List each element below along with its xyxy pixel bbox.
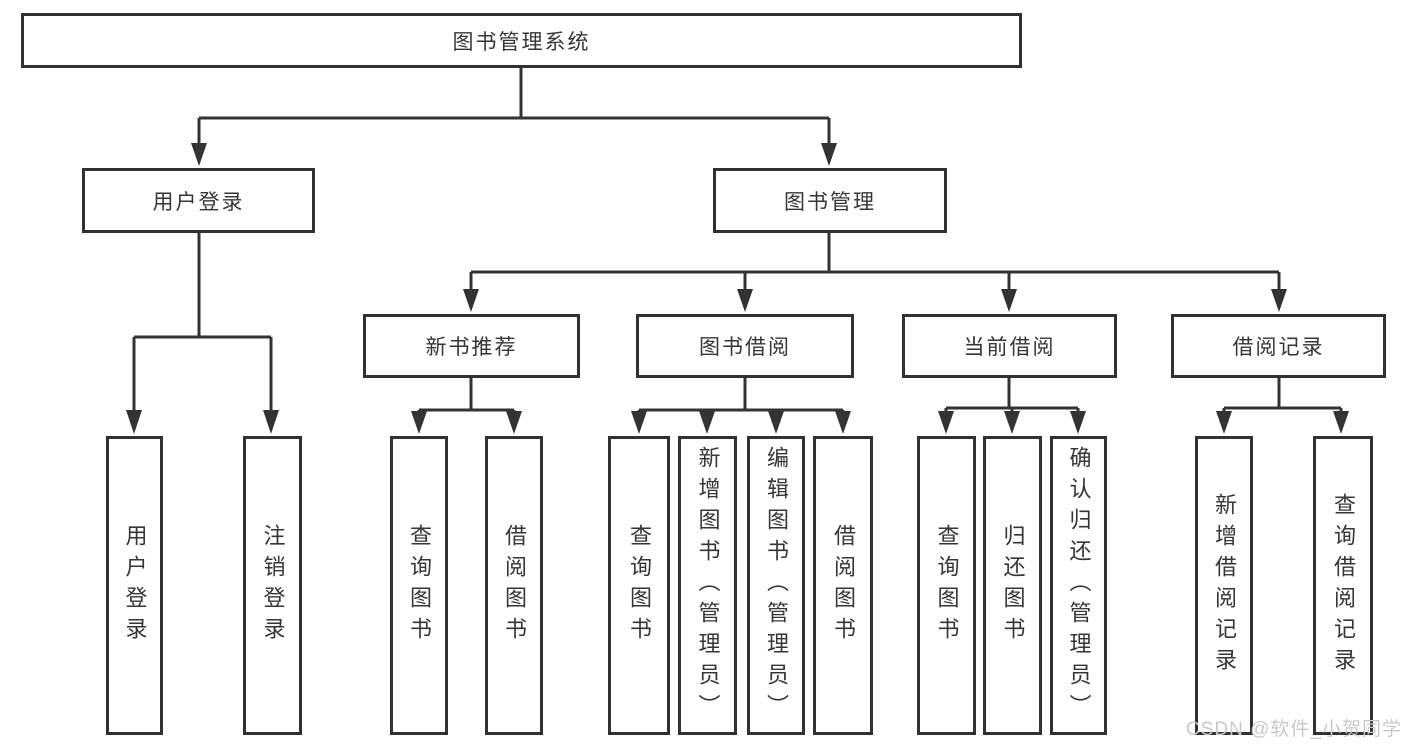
- leaf-confirm-return-admin: 确认归还（管理员）: [1050, 436, 1107, 735]
- leaf-query-books-recommend: 查询图书: [390, 436, 448, 735]
- leaf-add-borrow-record: 新增借阅记录: [1195, 436, 1253, 735]
- leaf-add-books-admin: 新增图书（管理员）: [678, 436, 737, 735]
- leaf-borrow-books: 借阅图书: [813, 436, 873, 735]
- connector-book-management-to-level3: [463, 233, 1287, 312]
- connector-borrow-records-to-leaves: [1216, 378, 1349, 434]
- node-book-borrow: 图书借阅: [636, 314, 854, 378]
- leaf-query-borrow-record: 查询借阅记录: [1313, 436, 1373, 735]
- connector-current-borrow-to-leaves: [938, 378, 1086, 434]
- connector-new-book-recommend-to-leaves: [411, 378, 522, 434]
- leaf-edit-books-admin: 编辑图书（管理员）: [747, 436, 805, 735]
- node-library-management-system: 图书管理系统: [21, 13, 1022, 68]
- leaf-return-books: 归还图书: [983, 436, 1042, 735]
- node-user-login: 用户登录: [82, 168, 315, 233]
- csdn-watermark: CSDN @软件_小贺同学: [1186, 719, 1402, 740]
- node-new-book-recommend: 新书推荐: [363, 314, 580, 378]
- connector-book-borrow-to-leaves: [631, 378, 851, 434]
- leaf-query-books-current: 查询图书: [917, 436, 976, 735]
- leaf-query-books-borrow: 查询图书: [608, 436, 670, 735]
- node-book-management: 图书管理: [713, 168, 947, 233]
- node-borrow-records: 借阅记录: [1171, 314, 1386, 378]
- leaf-user-login: 用户登录: [106, 436, 163, 735]
- node-current-borrow: 当前借阅: [902, 314, 1117, 378]
- leaf-logout: 注销登录: [243, 436, 302, 735]
- leaf-borrow-books-recommend: 借阅图书: [485, 436, 543, 735]
- connector-user-login-to-leaves: [126, 233, 279, 434]
- connector-root-to-level2: [191, 68, 837, 166]
